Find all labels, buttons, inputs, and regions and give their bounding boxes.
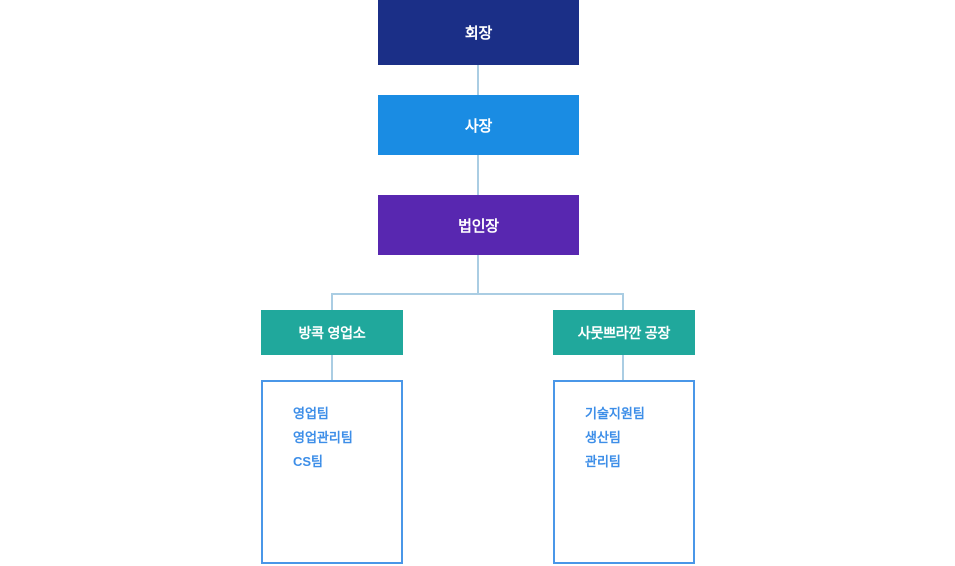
node-unit-bangkok-sales-office[interactable]: 방콕 영업소 xyxy=(261,310,403,355)
connector-president-to-corp xyxy=(477,155,479,195)
node-corporation-head-label: 법인장 xyxy=(458,217,499,235)
connector-branch-to-unit-left xyxy=(331,293,333,310)
list-item[interactable]: 기술지원팀 xyxy=(585,406,645,421)
node-president-label: 사장 xyxy=(464,117,493,135)
connector-branch-to-unit-right xyxy=(622,293,624,310)
node-unit-samutprakan-factory[interactable]: 사뭇쁘라깐 공장 xyxy=(553,310,695,355)
connector-branch-horizontal xyxy=(331,293,624,295)
node-corporation-head[interactable]: 법인장 xyxy=(378,195,579,255)
list-item[interactable]: 생산팀 xyxy=(585,430,621,445)
connector-chairman-to-president xyxy=(477,65,479,95)
team-list-samutprakan-factory: 기술지원팀 생산팀 관리팀 xyxy=(553,380,695,564)
node-unit-samutprakan-factory-label: 사뭇쁘라깐 공장 xyxy=(577,324,671,341)
list-item[interactable]: 영업관리팀 xyxy=(293,430,353,445)
node-chairman-label: 회장 xyxy=(464,25,493,42)
list-item[interactable]: CS팀 xyxy=(293,454,324,469)
node-president[interactable]: 사장 xyxy=(378,95,579,155)
list-item[interactable]: 관리팀 xyxy=(585,454,621,469)
team-list-bangkok-sales-office: 영업팀 영업관리팀 CS팀 xyxy=(261,380,403,564)
connector-unit-left-to-teams xyxy=(331,355,333,380)
node-unit-bangkok-sales-office-label: 방콕 영업소 xyxy=(298,324,366,341)
list-item[interactable]: 영업팀 xyxy=(293,406,329,421)
node-chairman[interactable]: 회장 xyxy=(378,0,579,65)
connector-unit-right-to-teams xyxy=(622,355,624,380)
connector-corp-to-branch-stem xyxy=(477,255,479,295)
